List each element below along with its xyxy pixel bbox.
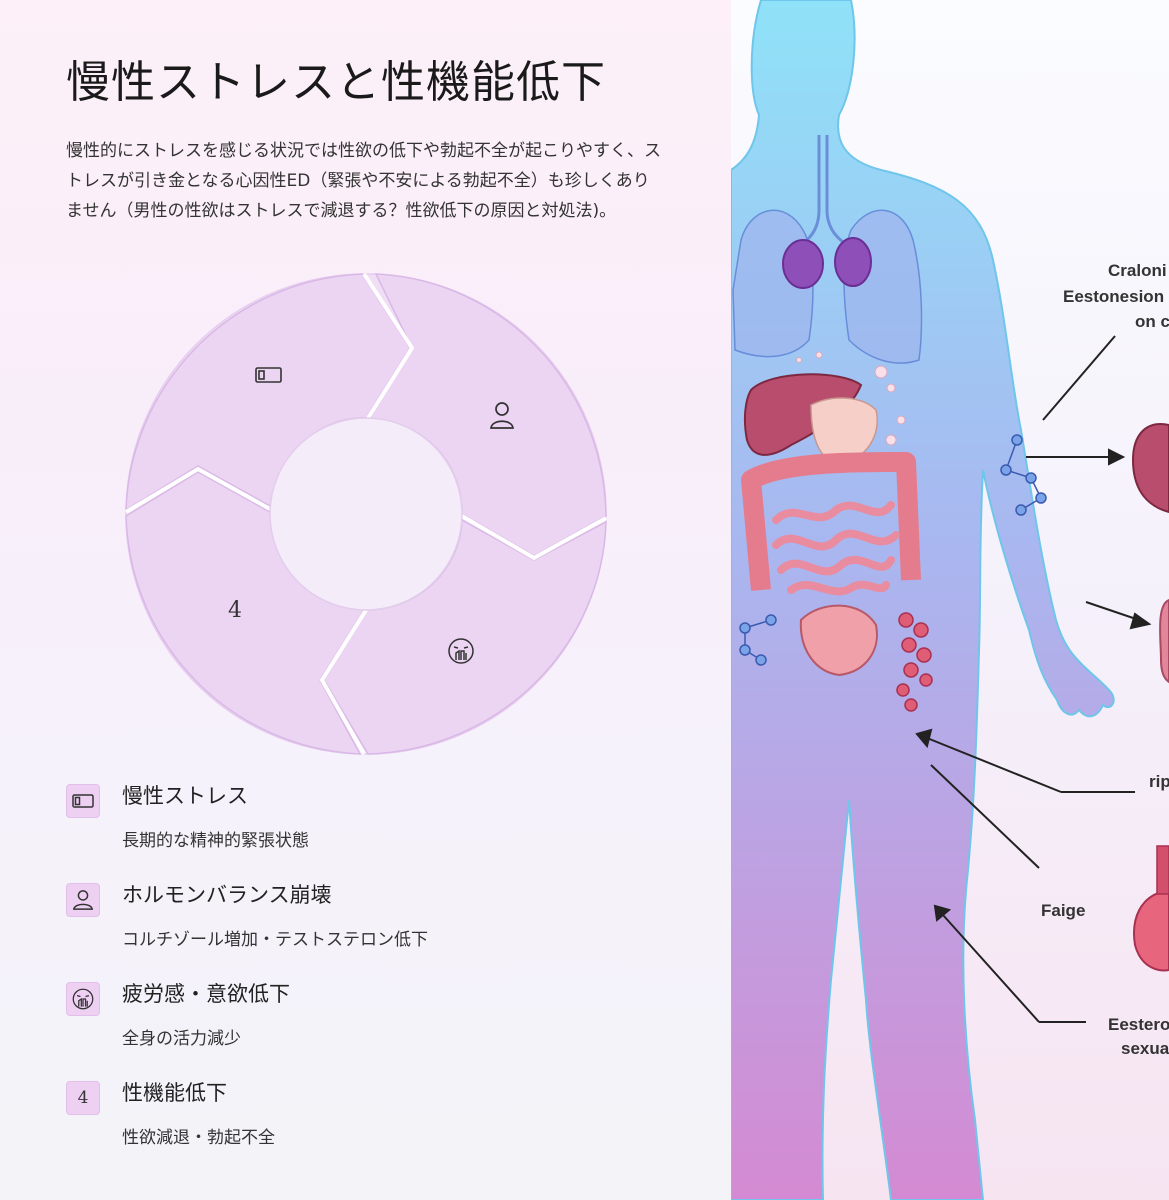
illustration-label: Eestonesion [1063, 287, 1164, 306]
large-intestine [741, 452, 921, 591]
anatomy-illustration: Craloni Eestonesion on c rip Faige Eeste… [731, 0, 1169, 1200]
person-icon [490, 402, 514, 429]
list-item: 4 性機能低下 性欲減退・勃起不全 [66, 1077, 686, 1176]
body-silhouette [731, 0, 1115, 1200]
bladder [799, 604, 878, 677]
illustration-label: Faige [1041, 901, 1085, 920]
page-title: 慢性ストレスと性機能低下 [66, 57, 606, 108]
person-icon [66, 883, 100, 917]
coiled-organ [896, 612, 933, 712]
battery-low-icon [66, 784, 100, 818]
organ-tube [1156, 845, 1169, 895]
molecule-icon [1000, 434, 1047, 516]
anatomy-svg: Craloni Eestonesion on c rip Faige Eeste… [731, 0, 1169, 1200]
right-gland [834, 237, 872, 287]
step-desc: コルチゾール増加・テストステロン低下 [122, 930, 428, 950]
list-item: 疲労感・意欲低下 全身の活力減少 [66, 978, 686, 1077]
tired-face-icon [448, 638, 474, 664]
arrow-icon [915, 335, 1152, 1023]
step-list: 慢性ストレス 長期的な精神的緊張状態 ホルモンバランス崩壊 コルチゾール増加・テ… [66, 780, 686, 1176]
tired-face-icon [66, 982, 100, 1016]
left-gland [782, 239, 824, 289]
bubbles [796, 351, 906, 446]
illustration-label: rip [1149, 772, 1169, 791]
molecule-icon [739, 614, 777, 666]
content-panel: 慢性ストレスと性機能低下 慢性的にストレスを感じる状況では性欲の低下や勃起不全が… [0, 0, 731, 1200]
liver [743, 373, 863, 456]
step-desc: 長期的な精神的緊張状態 [122, 831, 309, 851]
step-desc: 性欲減退・勃起不全 [122, 1128, 275, 1148]
organ-small [1159, 598, 1169, 684]
illustration-label: Craloni [1108, 261, 1167, 280]
step-number-badge: 4 [66, 1081, 100, 1115]
step-desc: 全身の活力減少 [122, 1029, 241, 1049]
step-title: 性機能低下 [122, 1081, 227, 1105]
liver-small [1131, 423, 1169, 514]
intro-paragraph: 慢性的にストレスを感じる状況では性欲の低下や勃起不全が起こりやすく、ストレスが引… [66, 141, 661, 221]
cycle-diagram: 4 [124, 272, 607, 755]
cycle-center [269, 417, 463, 611]
illustration-label: on c [1135, 312, 1169, 331]
illustration-label: sexua [1121, 1039, 1169, 1058]
cycle-step-4-label: 4 [228, 598, 242, 623]
step-title: 疲労感・意欲低下 [122, 982, 290, 1006]
illustration-label: Eestero [1108, 1015, 1169, 1034]
battery-low-icon [255, 367, 282, 383]
organ-testis [1133, 888, 1169, 972]
list-item: 慢性ストレス 長期的な精神的緊張状態 [66, 780, 686, 879]
list-item: ホルモンバランス崩壊 コルチゾール増加・テストステロン低下 [66, 879, 686, 978]
step-title: 慢性ストレス [122, 784, 248, 808]
stomach [810, 397, 878, 464]
step-title: ホルモンバランス崩壊 [122, 883, 332, 907]
small-intestine [772, 501, 900, 596]
